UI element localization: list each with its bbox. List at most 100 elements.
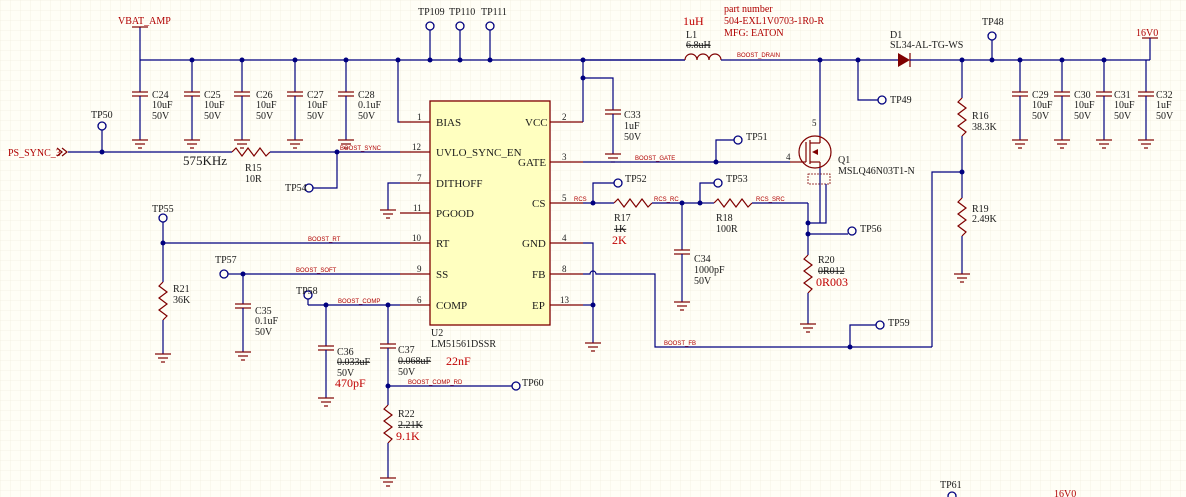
pin-6-num: 6 [417,295,422,305]
c25-ref: C25 [204,90,221,101]
pin-4-num: 4 [562,233,567,243]
r21-value: 36K [173,295,191,306]
boost-sync-net: BOOST_SYNC [340,146,382,152]
tp54[interactable]: TP54 [285,152,338,194]
c29-voltage: 50V [1032,111,1050,122]
l1-pn-label: part number [724,4,773,15]
tp111-label: TP111 [481,7,507,18]
resistor-r18: RCS_SRC R18 100R [700,197,808,235]
ic-right-pins: 2 3 5 4 8 13 VCC GATE CS GND FB EP [518,112,583,312]
tp55-label: TP55 [152,204,174,215]
cap-c37: C37 0.068uF 22nF 50V [380,305,471,405]
comp-rd-net: BOOST_COMP_RD [385,380,512,389]
tp60[interactable]: TP60 [511,378,544,391]
rcs-src-net: RCS_SRC [756,197,785,203]
tp61[interactable]: TP61 [940,480,962,497]
ic-ref: U2 [431,328,443,339]
pin-ss-name: SS [436,269,448,281]
pin-1-num: 1 [417,112,422,122]
r17-new-value: 2K [612,233,627,247]
tp53-label: TP53 [726,174,748,185]
tp52-label: TP52 [625,174,647,185]
boost-soft-net: BOOST_SOFT [296,268,337,274]
cap-c28: C28 0.1uF 50V [338,60,382,149]
rcs-rc-net: RCS_RC [654,197,679,203]
pin-12-num: 12 [412,142,421,152]
tp56[interactable]: TP56 [808,224,882,236]
tp49[interactable]: TP49 [857,60,912,106]
tp60-label: TP60 [522,378,544,389]
bias-net [397,60,400,123]
pin-10-num: 10 [412,233,422,243]
vbat-net-label: VBAT_AMP [118,16,171,27]
cap-c26: C26 10uF 50V [234,60,277,149]
c32-voltage: 50V [1156,111,1174,122]
fb-divider-wire [931,171,962,347]
r16-ref: R16 [972,111,989,122]
mosfet-q1[interactable]: 5 4 Q1 MSLQ46N03T1-N [786,60,915,224]
pin-cs-name: CS [532,198,545,210]
resistor-r21: R21 36K [155,243,191,363]
c36-old-value: 0.033uF [337,357,371,368]
tp58-label: TP58 [296,286,318,297]
r20-old-value: 0R012 [818,266,845,277]
c24-voltage: 50V [152,111,170,122]
r20-new-value: 0R003 [816,275,848,289]
c33-ref: C33 [624,110,641,121]
tp59[interactable]: TP59 [849,318,910,347]
c31-voltage: 50V [1114,111,1132,122]
c35-value: 0.1uF [255,316,279,327]
tp109[interactable]: TP109 [418,7,445,60]
r16-value: 38.3K [972,122,998,133]
pin-uvlo-name: UVLO_SYNC_EN [436,147,522,159]
pin-pgood-name: PGOOD [436,208,474,220]
ps-sync-input[interactable]: PS_SYNC_3 [8,147,232,159]
tp48[interactable]: TP48 [982,17,1004,60]
tp54-label: TP54 [285,183,307,194]
cap-c31: C31 10uF 50V [1096,60,1135,149]
resistor-r22: R22 2.21K 9.1K [380,404,424,487]
pin-13-num: 13 [560,295,570,305]
tp56-label: TP56 [860,224,882,235]
tp58[interactable]: TP58 [296,286,318,305]
boost-fb-net: BOOST_FB [664,341,696,347]
c28-value: 0.1uF [358,100,382,111]
tp51-label: TP51 [746,132,768,143]
r18-ref: R18 [716,213,733,224]
boost-rt-net: BOOST_RT [308,237,341,243]
l1-ref: L1 [686,30,697,41]
tp51[interactable]: TP51 [715,132,768,162]
c29-value: 10uF [1032,100,1053,111]
tp110-label: TP110 [449,7,475,18]
c31-value: 10uF [1114,100,1135,111]
ic-u2[interactable]: U2 LM51561DSSR [429,100,551,350]
tp110[interactable]: TP110 [449,7,475,60]
tp111[interactable]: TP111 [481,7,507,60]
tp50[interactable]: TP50 [91,110,113,152]
inductor-l1[interactable]: L1 6.8uH 1uH part number 504-EXL1V0703-1… [583,4,860,61]
r20-ref: R20 [818,255,835,266]
tp52[interactable]: TP52 [592,174,647,203]
c27-value: 10uF [307,100,328,111]
pin-gate-name: GATE [518,157,546,169]
gnd-ep-net [583,242,601,352]
c27-voltage: 50V [307,111,325,122]
cap-c32: C32 1uF 50V [1138,60,1174,149]
resistor-r19: R19 2.49K [954,197,998,283]
diode-d1[interactable]: D1 SL34-AL-TG-WS [860,30,1150,67]
cap-c35: C35 0.1uF 50V [235,274,279,361]
c30-ref: C30 [1074,90,1091,101]
c28-ref: C28 [358,90,375,101]
pin-11-num: 11 [413,203,422,213]
cap-c36: C36 0.033uF 50V 470pF [318,305,371,407]
tp53[interactable]: TP53 [699,174,748,203]
tp57[interactable]: TP57 [215,255,243,279]
c26-value: 10uF [256,100,277,111]
pin-fb-name: FB [532,269,545,281]
tp55[interactable]: TP55 [152,204,174,243]
out-bottom-net-label: 16V0 [1054,489,1076,497]
pin-bias-name: BIAS [436,117,461,129]
cap-c24: C24 10uF 50V [132,60,173,149]
out-rail-label: 16V0 [1136,28,1158,60]
resistor-r20: R20 0R012 0R003 [800,254,848,333]
